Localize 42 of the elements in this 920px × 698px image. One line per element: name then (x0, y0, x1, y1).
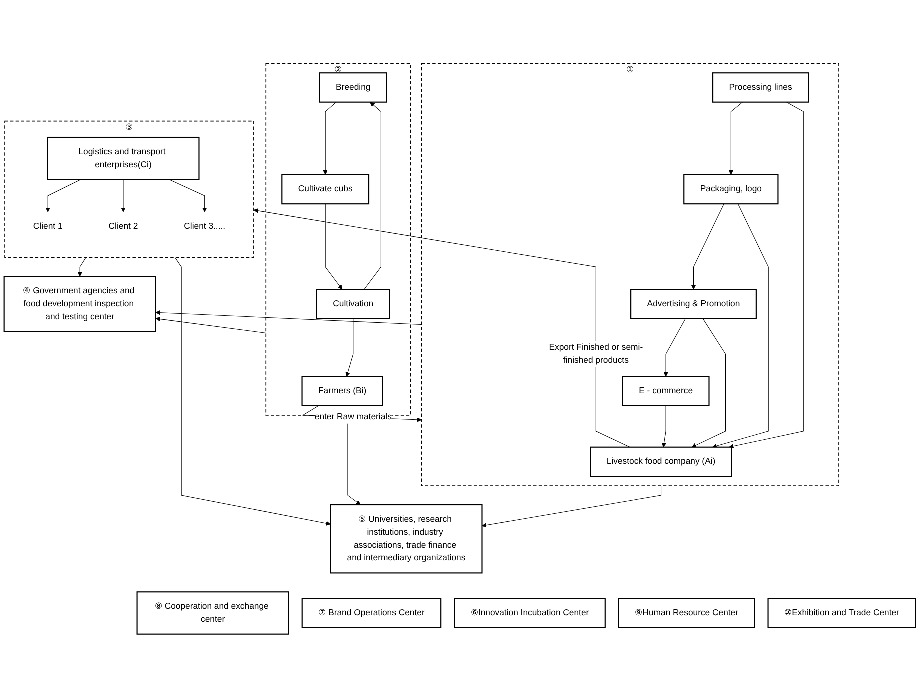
node-box: Livestock food company (Ai) (590, 446, 732, 478)
arrow (174, 257, 331, 526)
arrow (121, 179, 126, 212)
arrow (662, 406, 667, 448)
edge-label: enter Raw materials (314, 412, 392, 422)
node-box: Breeding (319, 72, 388, 103)
arrow (691, 204, 724, 290)
arrow (156, 310, 422, 326)
arrow (364, 102, 382, 290)
arrow (78, 257, 86, 277)
arrow (325, 204, 343, 290)
arrow (346, 318, 354, 377)
node-box: ⑧ Cooperation and exchange center (136, 592, 290, 635)
arrow (482, 486, 662, 528)
arrow (712, 204, 769, 448)
node-text: Client 2 (108, 222, 138, 232)
arrow (728, 102, 744, 176)
node-box: Cultivate cubs (282, 174, 370, 205)
arrow (323, 102, 337, 176)
node-box: Logistics and transport enterprises(Ci) (47, 136, 200, 180)
arrow (254, 208, 630, 448)
arrow (169, 179, 208, 212)
node-box: Advertising & Promotion (630, 289, 757, 320)
arrow (46, 179, 82, 212)
edge-label: Export Finished or semi-finished products (549, 342, 644, 366)
node-box: Farmers (Bi) (302, 376, 384, 406)
node-box: Packaging, logo (684, 174, 779, 205)
node-text: Client 1 (33, 222, 63, 232)
node-box: ⑥Innovation Incubation Center (454, 598, 606, 628)
arrow (156, 316, 266, 334)
node-box: ④ Government agencies and food development inspection and testing center (4, 276, 156, 332)
node-box: Cultivation (316, 289, 390, 320)
node-box: ⑤ Universities, research institutions, industry associations, trade finance and intermediary organizations (330, 504, 483, 574)
node-box: E - commerce (622, 376, 710, 406)
node-box: ⑩Exhibition and Trade Center (768, 598, 916, 628)
arrow (729, 102, 804, 449)
node-box: ⑨Human Resource Center (618, 598, 756, 628)
node-box: Processing lines (712, 72, 810, 103)
arrow (664, 318, 686, 377)
node-text: Client 3..... (184, 222, 226, 232)
node-box: ⑦ Brand Operations Center (302, 598, 442, 628)
arrow (692, 318, 726, 448)
